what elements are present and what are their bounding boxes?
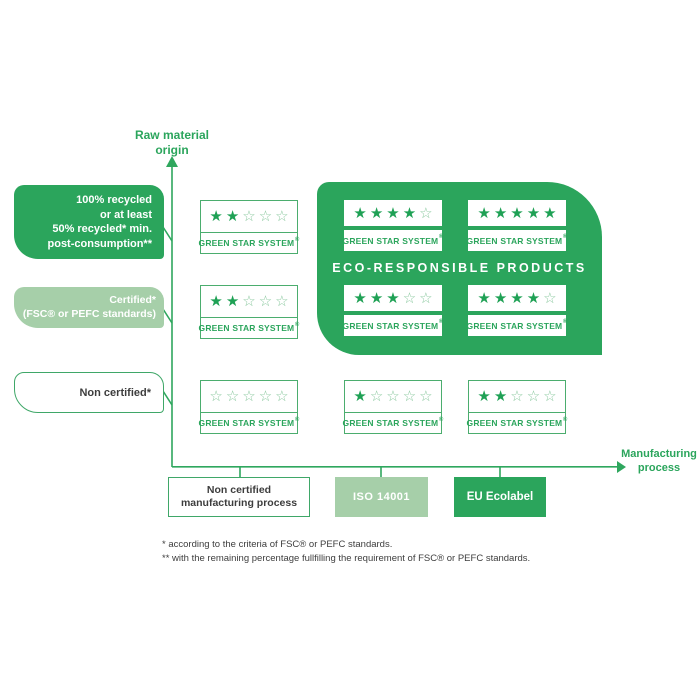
row-label-line: 100% recycled	[76, 194, 152, 206]
footnote-2: ** with the remaining percentage fullfil…	[162, 553, 531, 564]
y-axis-label-line1: Raw material	[134, 128, 210, 142]
x-axis-label-line2: process	[637, 462, 681, 474]
column-label-iso-14001: ISO 14001	[335, 477, 428, 517]
row-label-line: Certified*	[109, 294, 156, 306]
row-label-non-certified: Non certified*	[14, 372, 164, 413]
column-label-non-certified-process: Non certified manufacturing process	[168, 477, 310, 517]
column-label-line: manufacturing process	[180, 497, 298, 509]
row-label-line: post-consumption**	[47, 237, 153, 250]
x-axis-arrow-icon	[617, 461, 626, 473]
connector-row-3	[162, 390, 173, 406]
y-axis-label-line2: origin	[155, 143, 189, 157]
row-label-recycled: 100% recycled or at least 50% recycled* …	[14, 185, 164, 259]
y-axis-label: Raw material origin	[122, 128, 222, 158]
column-label-line: Non certified	[206, 483, 272, 496]
footnotes: * according to the criteria of FSC® or P…	[162, 538, 530, 566]
connector-row-2	[162, 308, 173, 324]
eco-responsible-title: ECO-RESPONSIBLE PRODUCTS	[332, 261, 587, 275]
y-axis-arrow-icon	[166, 156, 178, 167]
connector-row-1	[162, 226, 173, 242]
x-axis-label-line1: Manufacturing	[621, 448, 697, 460]
row-label-line: 50% recycled* min.	[52, 223, 152, 235]
x-axis-label: Manufacturing process	[618, 447, 700, 475]
footnote-1: * according to the criteria of FSC® or P…	[162, 539, 393, 550]
column-label-line: EU Ecolabel	[466, 491, 534, 503]
column-label-line: ISO 14001	[352, 491, 411, 503]
row-label-line: (FSC® or PEFC standards)	[22, 307, 156, 320]
row-label-certified: Certified* (FSC® or PEFC standards)	[14, 287, 164, 328]
column-label-eu-ecolabel: EU Ecolabel	[454, 477, 546, 517]
row-label-line: Non certified*	[79, 386, 151, 399]
row-label-line: or at least	[100, 208, 152, 221]
